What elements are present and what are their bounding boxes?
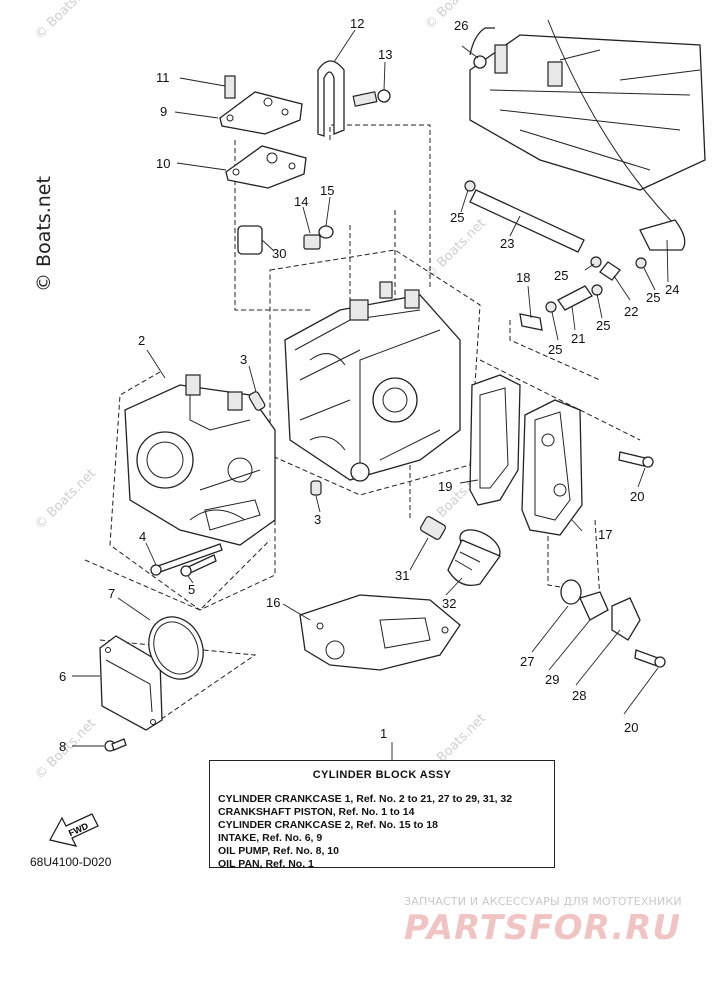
callout-31: 31 [395, 568, 409, 583]
callout-32: 32 [442, 596, 456, 611]
callout-18: 18 [516, 270, 530, 285]
callout-25: 25 [596, 318, 610, 333]
callout-26: 26 [454, 18, 468, 33]
callout-24: 24 [665, 282, 679, 297]
reference-line: CRANKSHAFT PISTON, Ref. No. 1 to 14 [218, 806, 415, 818]
brand-tagline: ЗАПЧАСТИ И АКСЕССУАРЫ ДЛЯ МОТОТЕХНИКИ [404, 895, 682, 908]
callout-19: 19 [438, 479, 452, 494]
assembly-reference-box: CYLINDER BLOCK ASSY CYLINDER CRANKCASE 1… [209, 760, 555, 870]
reference-line: CYLINDER CRANKCASE 1, Ref. No. 2 to 21, … [218, 793, 513, 805]
callout-3: 3 [240, 352, 247, 367]
callout-13: 13 [378, 47, 392, 62]
intake-cover-drawing [99, 616, 204, 731]
watermark-vertical: © Boats.net [33, 176, 55, 292]
callout-numbers: 1 2 3 3 4 5 6 7 8 9 10 11 12 13 14 15 16… [59, 16, 679, 754]
callout-7: 7 [108, 586, 115, 601]
leader-lines [72, 29, 669, 760]
callout-9: 9 [160, 104, 167, 119]
oil-filter-drawing [419, 516, 502, 587]
reference-line: INTAKE, Ref. No. 6, 9 [218, 832, 323, 844]
callout-23: 23 [500, 236, 514, 251]
reference-line: OIL PAN, Ref. No. 1 [218, 858, 314, 870]
callout-21: 21 [571, 331, 585, 346]
assembly-title: CYLINDER BLOCK ASSY [312, 769, 452, 781]
exhaust-cover-drawing [469, 374, 583, 536]
callout-29: 29 [545, 672, 559, 687]
callout-25: 25 [450, 210, 464, 225]
hose-drawing [464, 180, 686, 313]
callout-15: 15 [320, 183, 334, 198]
callout-5: 5 [188, 582, 195, 597]
plug-parts-drawing [237, 225, 334, 255]
callout-10: 10 [156, 156, 170, 171]
cylinder-block-drawing [284, 281, 461, 482]
watermark: © Boats.net [32, 0, 99, 43]
callout-25: 25 [646, 290, 660, 305]
reference-line: OIL PUMP, Ref. No. 8, 10 [218, 845, 339, 857]
callout-30: 30 [272, 246, 286, 261]
thermostat-drawing [560, 451, 666, 668]
callout-8: 8 [59, 739, 66, 754]
drawing-code: 68U4100-D020 [30, 855, 112, 869]
cover-plates-drawing [219, 75, 307, 189]
crankcase-drawing [124, 374, 276, 546]
callout-20: 20 [624, 720, 638, 735]
callout-25: 25 [548, 342, 562, 357]
reference-line: CYLINDER CRANKCASE 2, Ref. No. 15 to 18 [218, 819, 438, 831]
callout-11: 11 [156, 70, 170, 85]
callout-17: 17 [598, 527, 612, 542]
callout-16: 16 [266, 595, 280, 610]
watermark: © Boats.net [422, 216, 489, 283]
callout-4: 4 [139, 529, 146, 544]
callout-20: 20 [630, 489, 644, 504]
callout-1: 1 [380, 726, 387, 741]
callout-6: 6 [59, 669, 66, 684]
engine-bracket-drawing [469, 19, 706, 231]
oil-pan-gasket-drawing [299, 594, 461, 671]
watermark: © Boats.net [32, 466, 99, 533]
brand-logo-text: PARTSFOR.RU [404, 908, 682, 948]
callout-14: 14 [294, 194, 308, 209]
callout-27: 27 [520, 654, 534, 669]
callout-2: 2 [138, 333, 145, 348]
forward-direction-arrow: FWD [49, 813, 99, 847]
callout-22: 22 [624, 304, 638, 319]
clamp-drawing [317, 60, 391, 137]
fittings-drawing [519, 261, 621, 331]
bolts-drawing [104, 391, 322, 752]
callout-25: 25 [554, 268, 568, 283]
callout-12: 12 [350, 16, 364, 31]
callout-28: 28 [572, 688, 586, 703]
callout-3: 3 [314, 512, 321, 527]
